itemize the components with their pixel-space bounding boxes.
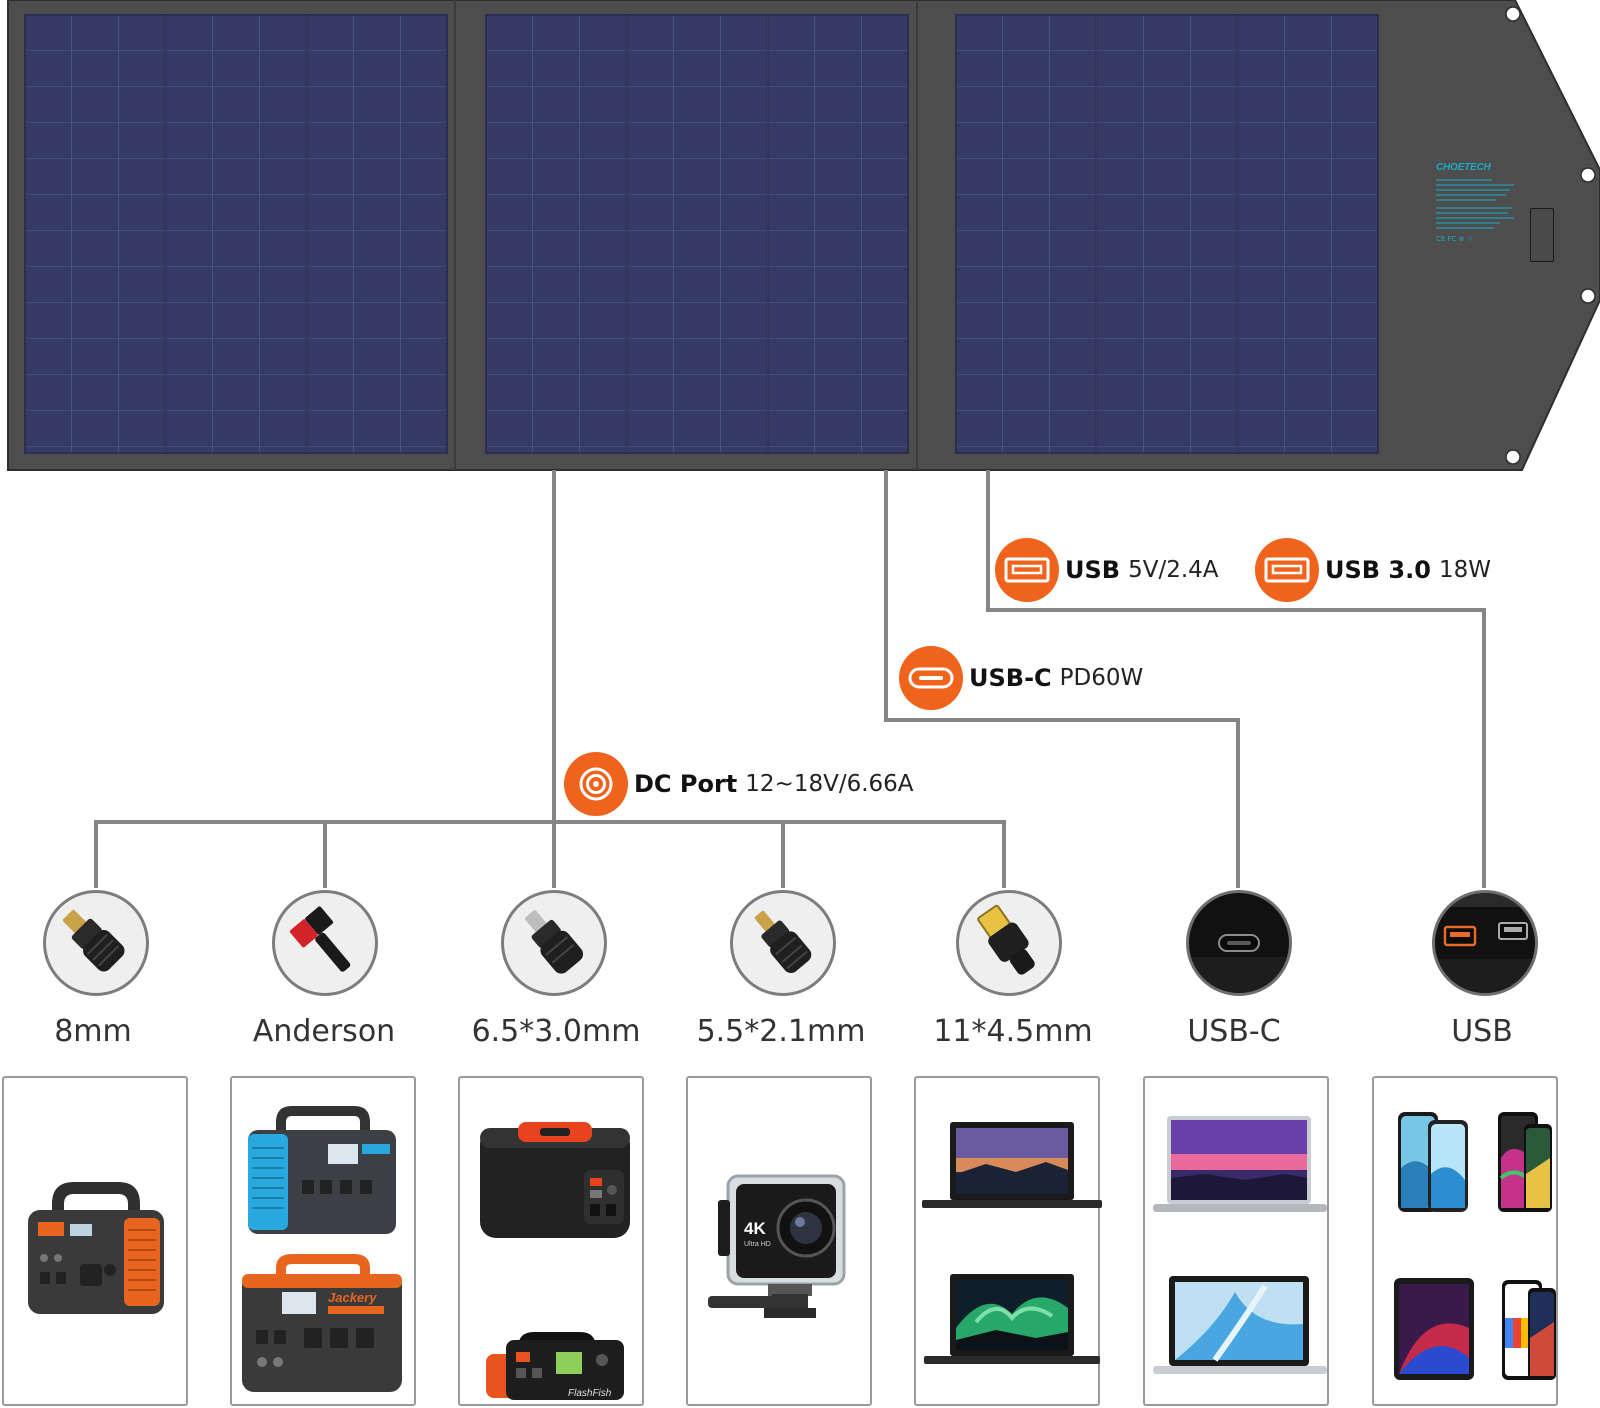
device-box-usb-c	[1143, 1076, 1329, 1406]
connector-label: 8mm	[54, 1014, 132, 1049]
connector-label: 5.5*2.1mm	[696, 1014, 866, 1049]
barrel-plug-icon	[525, 910, 584, 974]
connector-6-5x3-0mm	[501, 890, 607, 996]
grommet-icon	[1505, 6, 1521, 22]
port-name: USB-C	[969, 664, 1052, 692]
usb3-port-label: USB 3.0 18W	[1255, 538, 1491, 602]
laptop-icon	[1153, 1116, 1327, 1374]
brand-logo: CHOETECH	[1436, 162, 1491, 173]
usbc-port-label: USB-C PD60W	[899, 646, 1143, 710]
power-station-icon: Jackery	[242, 1106, 402, 1392]
port-name: USB	[1065, 556, 1121, 584]
usb-a-port-icon	[995, 538, 1059, 602]
device-box-5-5x2-1mm: 4K Ultra HD	[686, 1076, 872, 1406]
connector-5-5x2-1mm	[730, 890, 836, 996]
power-station-icon: FlashFish	[480, 1122, 630, 1400]
spec-print-lines	[1436, 179, 1526, 229]
barrel-plug-icon	[754, 910, 812, 973]
connector-label: USB-C	[1187, 1014, 1281, 1049]
device-box-usb	[1372, 1076, 1558, 1406]
laptop-icon	[922, 1122, 1102, 1364]
connector-anderson	[272, 890, 378, 996]
port-spec: 18W	[1438, 557, 1491, 583]
cert-marks: CE FC ⊕ ♲	[1436, 235, 1474, 243]
grommet-icon	[1580, 167, 1596, 183]
usb-port-label: USB 5V/2.4A	[995, 538, 1219, 602]
connector-label: 11*4.5mm	[933, 1014, 1093, 1049]
flashfish-brand: FlashFish	[568, 1388, 612, 1399]
camera-4k-label: 4K	[744, 1219, 766, 1238]
device-box-anderson: Jackery	[230, 1076, 416, 1406]
grommet-icon	[1505, 449, 1521, 465]
smartphone-icon	[1394, 1112, 1556, 1380]
connector-label: Anderson	[252, 1014, 396, 1049]
solar-panel: CHOETECH CE FC ⊕ ♲	[0, 0, 1600, 480]
jackery-brand: Jackery	[328, 1290, 377, 1305]
port-spec: 12~18V/6.66A	[745, 771, 914, 797]
square-plug-icon	[977, 904, 1035, 975]
connector-usb-c	[1186, 890, 1292, 996]
brand-label-area: CHOETECH CE FC ⊕ ♲	[1436, 162, 1526, 312]
usb-a-port-icon	[1255, 538, 1319, 602]
dc-port-label: DC Port 12~18V/6.66A	[564, 752, 914, 816]
solar-cell-section	[485, 14, 909, 454]
dc-branch-bus	[94, 820, 1006, 888]
usb-c-socket-icon	[1189, 934, 1289, 993]
camera-ultra-hd-label: Ultra HD	[744, 1241, 771, 1248]
port-name: USB 3.0	[1325, 556, 1431, 584]
dc-port-icon	[564, 752, 628, 816]
power-station-icon	[28, 1182, 164, 1314]
connector-11x4-5mm	[956, 890, 1062, 996]
junction-box	[1530, 208, 1554, 262]
solar-cell-section	[24, 14, 448, 454]
connector-label: USB	[1451, 1014, 1513, 1049]
usb-c-port-icon	[899, 646, 963, 710]
action-camera-icon: 4K Ultra HD	[708, 1174, 846, 1318]
anderson-plug-icon	[289, 906, 351, 972]
port-spec: 5V/2.4A	[1128, 557, 1219, 583]
connector-8mm	[43, 890, 149, 996]
device-box-6-5x3-0mm: FlashFish	[458, 1076, 644, 1406]
device-box-8mm	[2, 1076, 188, 1406]
port-spec: PD60W	[1059, 665, 1144, 691]
connector-label: 6.5*3.0mm	[471, 1014, 641, 1049]
barrel-plug-icon	[62, 909, 125, 972]
connector-usb	[1432, 890, 1538, 996]
grommet-icon	[1580, 288, 1596, 304]
device-box-11x4-5mm	[914, 1076, 1102, 1406]
solar-cell-section	[955, 14, 1379, 454]
port-name: DC Port	[634, 770, 738, 798]
usb-a-socket-icon	[1435, 893, 1535, 993]
